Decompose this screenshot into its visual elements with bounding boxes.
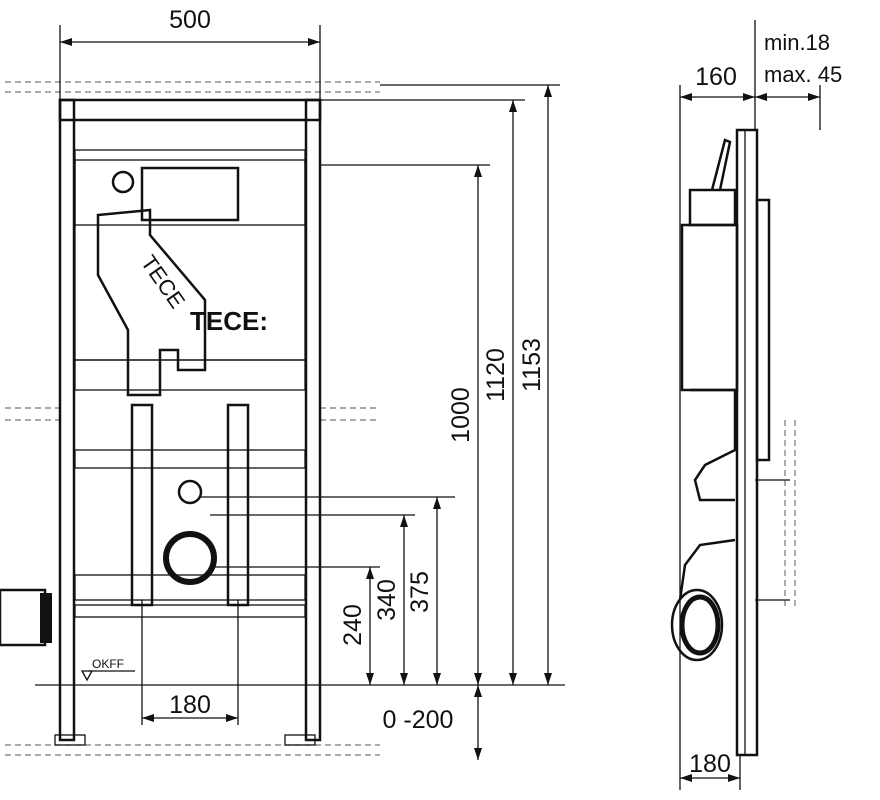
height-dimension-1153: 1153 bbox=[518, 338, 546, 392]
floor-adjust-dimension: 0 -200 bbox=[383, 706, 454, 734]
side-bottom-dimension: 180 bbox=[689, 750, 731, 778]
outlet-dimension-240: 240 bbox=[339, 604, 367, 646]
floor-level-icon bbox=[80, 670, 94, 682]
wall-max-label: max. 45 bbox=[764, 62, 842, 87]
height-dimension-1120: 1120 bbox=[482, 348, 510, 402]
brand-label: TECE: bbox=[190, 306, 268, 336]
side-view bbox=[670, 20, 821, 790]
wall-hatching bbox=[5, 81, 796, 756]
brand-pipe-label: TECE bbox=[136, 251, 190, 313]
floor-level-label: OKFF bbox=[92, 657, 124, 671]
side-depth-dimension: 160 bbox=[695, 63, 737, 91]
front-frame bbox=[0, 98, 322, 746]
outlet-dimension-340: 340 bbox=[373, 579, 401, 621]
outlet-dimension-375: 375 bbox=[406, 571, 434, 613]
bottom-spacing-dimension: 180 bbox=[169, 691, 211, 719]
width-dimension: 500 bbox=[169, 6, 211, 34]
height-dimension-1000: 1000 bbox=[447, 387, 475, 443]
wall-min-label: min.18 bbox=[764, 30, 830, 55]
